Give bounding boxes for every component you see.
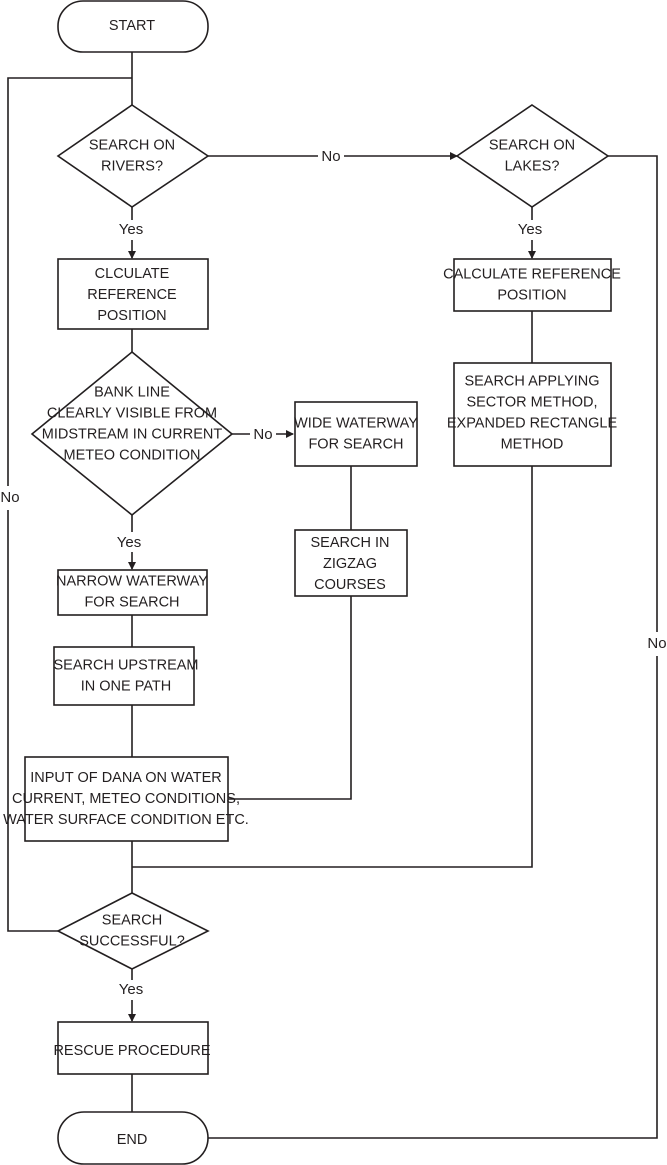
node-start: START bbox=[57, 0, 209, 53]
node-search-lakes: SEARCH ON LAKES? bbox=[455, 104, 610, 208]
node-text-line: WATER SURFACE CONDITION ETC. bbox=[3, 812, 249, 828]
label-bank-yes: Yes bbox=[117, 534, 141, 551]
edge-sector-to-merge bbox=[132, 466, 533, 868]
node-text-line: MIDSTREAM IN CURRENT bbox=[42, 426, 223, 442]
label-rivers-yes: Yes bbox=[119, 221, 143, 238]
node-text-line: CALCULATE REFERENCE bbox=[443, 266, 621, 282]
node-text-line: SUCCESSFUL? bbox=[79, 933, 185, 949]
node-text-line: RESCUE PROCEDURE bbox=[53, 1043, 210, 1059]
label-lakes-yes: Yes bbox=[518, 221, 542, 238]
node-narrow-waterway-text: NARROW WATERWAY FOR SEARCH bbox=[56, 573, 208, 610]
node-text-line: NARROW WATERWAY bbox=[56, 573, 208, 589]
node-calc-ref-rivers: CLCULATE REFERENCE POSITION bbox=[57, 258, 209, 330]
node-search-upstream-text: SEARCH UPSTREAM IN ONE PATH bbox=[53, 657, 198, 694]
node-zigzag-text: SEARCH IN ZIGZAG COURSES bbox=[311, 535, 390, 593]
node-search-sector: SEARCH APPLYING SECTOR METHOD, EXPANDED RE… bbox=[447, 362, 618, 467]
node-search-successful: SEARCH SUCCESSFUL? bbox=[56, 892, 210, 970]
node-text-line: COURSES bbox=[314, 577, 386, 593]
node-search-upstream: SEARCH UPSTREAM IN ONE PATH bbox=[53, 646, 199, 706]
node-text-line: SEARCH bbox=[102, 912, 162, 928]
node-input-data: INPUT OF DANA ON WATER CURRENT, METEO CON… bbox=[3, 756, 249, 842]
node-text-line: SEARCH APPLYING bbox=[464, 373, 599, 389]
node-calc-ref-rivers-text: CLCULATE REFERENCE POSITION bbox=[87, 266, 177, 324]
node-text-line: RIVERS? bbox=[101, 158, 163, 174]
node-search-rivers: SEARCH ON RIVERS? bbox=[56, 104, 210, 208]
node-text-line: SECTOR METHOD, bbox=[466, 394, 597, 410]
node-wide-waterway-text: WIDE WATERWAY FOR SEARCH bbox=[294, 415, 418, 452]
node-text-line: POSITION bbox=[97, 308, 166, 324]
label-success-yes: Yes bbox=[119, 981, 143, 998]
node-search-successful-text: SEARCH SUCCESSFUL? bbox=[79, 912, 185, 949]
node-text-line: START bbox=[109, 18, 155, 34]
node-search-rivers-text: SEARCH ON RIVERS? bbox=[89, 137, 175, 174]
node-bank-line: BANK LINE CLEARLY VISIBLE FROM MIDSTREAM I… bbox=[30, 350, 234, 517]
node-rescue-text: RESCUE PROCEDURE bbox=[53, 1043, 210, 1059]
node-text-line: CLEARLY VISIBLE FROM bbox=[47, 405, 217, 421]
node-calc-ref-lakes: CALCULATE REFERENCE POSITION bbox=[443, 258, 621, 312]
node-search-lakes-text: SEARCH ON LAKES? bbox=[489, 137, 575, 174]
label-rivers-no: No bbox=[321, 148, 340, 165]
node-text-line: REFERENCE bbox=[87, 287, 177, 303]
node-text-line: SEARCH UPSTREAM bbox=[53, 657, 198, 673]
label-lakes-no: No bbox=[647, 635, 666, 652]
node-text-line: POSITION bbox=[497, 287, 566, 303]
label-bank-no: No bbox=[253, 426, 272, 443]
node-text-line: METHOD bbox=[501, 436, 564, 452]
node-text-line: CURRENT, METEO CONDITIONS, bbox=[12, 791, 240, 807]
node-text-line: IN ONE PATH bbox=[81, 678, 172, 694]
node-text-line: END bbox=[117, 1132, 148, 1148]
node-text-line: WIDE WATERWAY bbox=[294, 415, 418, 431]
node-text-line: INPUT OF DANA ON WATER bbox=[30, 770, 221, 786]
node-text-line: METEO CONDITION bbox=[64, 447, 201, 463]
node-wide-waterway: WIDE WATERWAY FOR SEARCH bbox=[294, 401, 418, 467]
node-text-line: LAKES? bbox=[505, 158, 560, 174]
node-text-line: FOR SEARCH bbox=[308, 436, 403, 452]
node-search-sector-text: SEARCH APPLYING SECTOR METHOD, EXPANDED RE… bbox=[447, 373, 618, 452]
node-calc-ref-lakes-text: CALCULATE REFERENCE POSITION bbox=[443, 266, 621, 303]
node-start-text: START bbox=[109, 18, 155, 34]
node-text-line: BANK LINE bbox=[94, 384, 170, 400]
node-narrow-waterway: NARROW WATERWAY FOR SEARCH bbox=[56, 569, 208, 616]
label-success-no: No bbox=[0, 489, 19, 506]
node-input-data-text: INPUT OF DANA ON WATER CURRENT, METEO CON… bbox=[3, 770, 249, 828]
node-text-line: FOR SEARCH bbox=[84, 594, 179, 610]
node-end: END bbox=[57, 1111, 209, 1165]
node-end-text: END bbox=[117, 1132, 148, 1148]
node-text-line: ZIGZAG bbox=[323, 556, 377, 572]
node-text-line: SEARCH ON bbox=[89, 137, 175, 153]
node-text-line: SEARCH IN bbox=[311, 535, 390, 551]
node-text-line: CLCULATE bbox=[95, 266, 170, 282]
node-text-line: SEARCH ON bbox=[489, 137, 575, 153]
node-bank-line-text: BANK LINE CLEARLY VISIBLE FROM MIDSTREAM I… bbox=[42, 384, 223, 463]
edge-zigzag-to-input bbox=[228, 596, 352, 800]
edge-labels: No Yes Yes No No Yes No Yes bbox=[0, 146, 667, 1000]
node-text-line: EXPANDED RECTANGLE bbox=[447, 415, 618, 431]
node-rescue: RESCUE PROCEDURE bbox=[53, 1021, 211, 1075]
node-zigzag: SEARCH IN ZIGZAG COURSES bbox=[294, 529, 408, 597]
